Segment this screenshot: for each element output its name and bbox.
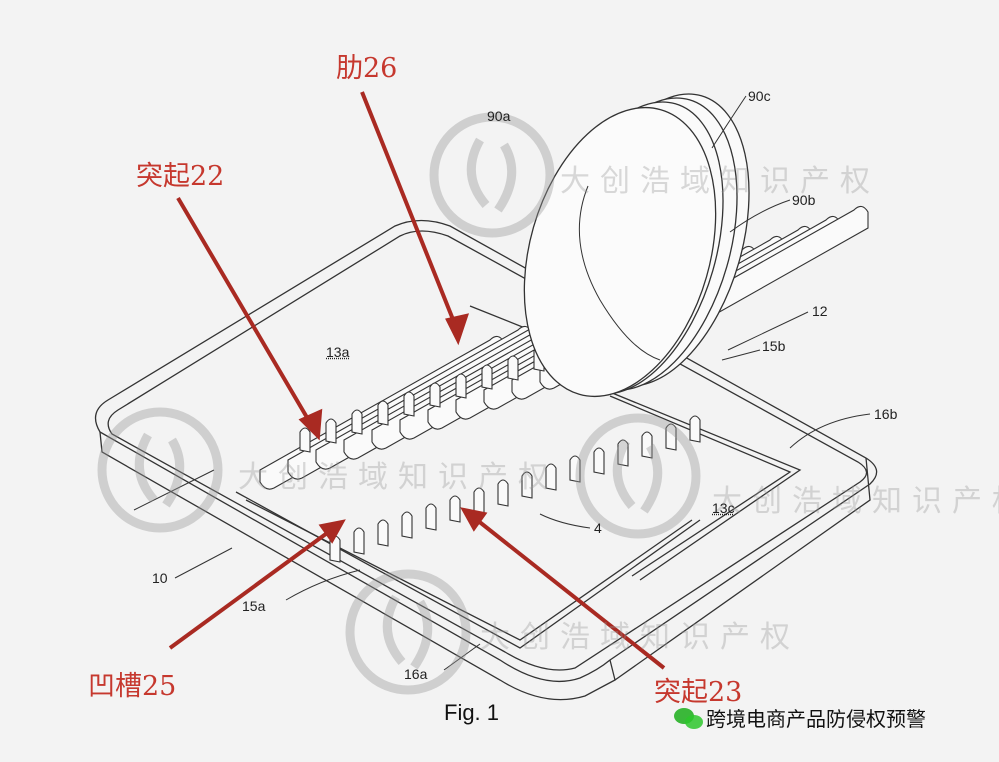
ref-90a: 90a [487,108,511,124]
protrusion [569,455,581,483]
ref-13c: 13c [712,500,735,516]
protrusion [545,463,557,491]
protrusion [665,423,677,451]
callout-groove-25: 凹槽25 [88,671,177,702]
ref-90c: 90c [748,88,771,104]
ref-12: 12 [812,303,828,319]
protrusion [351,409,363,435]
protrusion [353,527,365,555]
ref-13a: 13a [326,344,350,360]
wechat-icon [674,708,703,729]
ref-4: 4 [594,520,602,536]
ref-15b: 15b [762,338,786,354]
callout-protrusion-23: 突起23 [654,677,743,708]
disc-stack [523,93,750,398]
protrusion [377,400,389,426]
protrusion [497,479,509,507]
callout-protrusion-22: 突起22 [136,161,225,192]
protrusion [377,519,389,547]
protrusion [507,355,519,381]
protrusion [449,495,461,523]
watermark-text: 大创浩域知识产权 [560,164,880,199]
protrusion [617,439,629,467]
protrusion [403,391,415,417]
protrusion [299,427,311,453]
watermark-text: 大创浩域知识产权 [238,460,558,495]
ref-16a: 16a [404,666,428,682]
ref-15a: 15a [242,598,266,614]
protrusion [521,471,533,499]
protrusion [429,382,441,408]
callout-rib-26: 肋26 [336,53,398,84]
protrusion [481,364,493,390]
watermark-logos [97,112,701,695]
protrusion [593,447,605,475]
protrusion [641,431,653,459]
protrusion [401,511,413,539]
watermark-text: 大创浩域知识产权 [480,620,800,655]
callout-arrows [168,91,666,670]
protrusion [455,373,467,399]
ref-16b: 16b [874,406,898,422]
protrusion [473,487,485,515]
ref-90b: 90b [792,192,816,208]
leader-lines [133,95,871,671]
ref-10: 10 [152,570,168,586]
protrusion [689,415,701,443]
watermark-text: 大创浩域知识产权 [712,484,999,519]
figure-caption: Fig. 1 [444,700,500,725]
protrusion [425,503,437,531]
account-name: 跨境电商产品防侵权预警 [706,707,926,731]
protrusion [325,418,337,444]
footer-account: 跨境电商产品防侵权预警 [668,703,926,732]
